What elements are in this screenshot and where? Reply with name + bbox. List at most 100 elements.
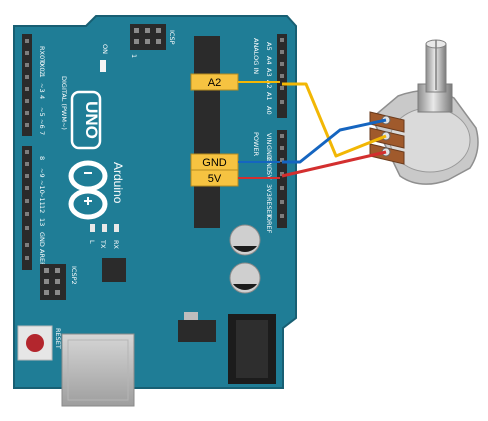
- pin-label: ~5: [38, 107, 46, 117]
- pin-label: AREF: [38, 249, 46, 266]
- led-rx-label: RX: [112, 240, 120, 250]
- pin-label: ~9: [38, 168, 46, 178]
- pin-label: A1: [265, 92, 273, 101]
- pin-socket: [25, 39, 29, 43]
- icsp-header: ICSP 1: [130, 24, 176, 58]
- pin-socket: [25, 162, 29, 166]
- icsp-pin: [55, 279, 60, 284]
- pin-socket: [280, 38, 284, 42]
- arduino-board: RX0 0 TX0 1 2 ~3 4 ~5 ~6 7 8 ~9 ~10 ~11 …: [13, 15, 297, 407]
- analog-pin-sockets: [280, 38, 284, 104]
- pin-label: ~6: [38, 119, 46, 129]
- icsp-pin: [44, 290, 49, 295]
- pin-socket: [25, 63, 29, 67]
- digital-pin-labels-top: RX0 0 TX0 1 2 ~3 4 ~5 ~6 7: [38, 46, 46, 135]
- pin-label: ~11: [38, 192, 46, 206]
- pin-socket: [25, 87, 29, 91]
- power-pin-labels: VIN GND GND 5V 3V3 RESET IOREF: [265, 133, 273, 234]
- pin-label: 13: [38, 218, 46, 226]
- pin-label: A3: [265, 68, 273, 77]
- tag-a2: A2: [190, 73, 280, 91]
- pin-label: A4: [265, 56, 273, 65]
- pin-label: 2: [38, 71, 46, 75]
- wire-gnd: [282, 118, 387, 164]
- power-section-label: POWER: [252, 132, 260, 157]
- pin-socket: [280, 62, 284, 66]
- icsp-pin: [55, 268, 60, 273]
- pin-label: A5: [265, 42, 273, 51]
- pin-socket: [25, 186, 29, 190]
- dc-power-jack: [228, 314, 276, 384]
- digital-pin-labels-bottom: 8 ~9 ~10 ~11 12 13 GND AREF: [38, 156, 46, 266]
- icsp2-label: ICSP2: [70, 266, 78, 285]
- pin-label: 7: [38, 131, 46, 135]
- icsp-pin: [134, 28, 139, 33]
- led-on: [100, 60, 106, 72]
- icsp-pin: [145, 28, 150, 33]
- digital-pin-sockets-bottom: [25, 150, 29, 260]
- pin-socket: [25, 111, 29, 115]
- icsp-pin: [145, 39, 150, 44]
- pin-label: ~10: [38, 180, 46, 194]
- pin-label: 3V3: [265, 184, 273, 197]
- potentiometer: [369, 39, 479, 185]
- pin-socket: [280, 134, 284, 138]
- icsp-pin: [156, 28, 161, 33]
- pin-socket: [280, 186, 284, 190]
- pin-socket: [25, 150, 29, 154]
- power-pin-sockets: [280, 134, 284, 218]
- wire-signal-a2: [282, 82, 387, 158]
- pin-socket: [25, 51, 29, 55]
- icsp-pin: [55, 290, 60, 295]
- pin-socket: [280, 74, 284, 78]
- pin-socket: [25, 123, 29, 127]
- uno-logo-text: UNO: [82, 101, 101, 139]
- pin-label: GND: [38, 232, 46, 247]
- power-header: [277, 130, 287, 228]
- led-on-label: ON: [101, 44, 109, 54]
- pin-socket: [280, 200, 284, 204]
- usb-connector: [61, 333, 135, 407]
- pin-socket: [280, 86, 284, 90]
- pin-socket: [25, 212, 29, 216]
- led-tx-label: TX: [99, 239, 107, 249]
- uno-logo: UNO: [70, 90, 102, 150]
- pin-label: RX0 0: [38, 46, 46, 65]
- pin-socket: [25, 199, 29, 203]
- tag-5v-text: 5V: [208, 173, 222, 185]
- pin-label: 5V: [265, 171, 273, 180]
- icsp-pin: [44, 268, 49, 273]
- potentiometer-shaft: [425, 39, 447, 93]
- usb-controller-chip: [102, 258, 126, 282]
- pin-label: VIN: [265, 133, 273, 144]
- pin-socket: [280, 50, 284, 54]
- pin-label: 4: [38, 95, 46, 99]
- icsp-pin: [134, 39, 139, 44]
- pin-socket: [25, 75, 29, 79]
- tag-gnd-text: GND: [202, 157, 227, 169]
- pin-label: A2: [265, 80, 273, 89]
- digital-header-bottom: [22, 146, 32, 270]
- pin-label: IOREF: [265, 214, 273, 234]
- pin-socket: [25, 243, 29, 247]
- pin-label: RESET: [265, 197, 273, 218]
- pin-label: GND: [265, 145, 273, 160]
- icsp2-pins: [44, 268, 60, 295]
- pin-label: TX0 1: [38, 58, 46, 78]
- digital-header-top: [22, 34, 32, 136]
- atmega-chip: [194, 36, 220, 228]
- analog-section-label: ANALOG IN: [252, 38, 260, 74]
- led-l: [90, 224, 95, 232]
- pin-label: 12: [38, 205, 46, 213]
- pin-socket: [280, 100, 284, 104]
- reset-button-label: RESET: [54, 328, 62, 349]
- pin-socket: [25, 256, 29, 260]
- pin-socket: [280, 146, 284, 150]
- reset-button: [17, 325, 53, 361]
- led-tx: [102, 224, 107, 232]
- wire-5v: [281, 150, 387, 178]
- icsp-label: ICSP: [168, 30, 176, 45]
- analog-pin-labels: A0 A1 A2 A3 A4 A5: [265, 42, 273, 115]
- pin-socket: [25, 174, 29, 178]
